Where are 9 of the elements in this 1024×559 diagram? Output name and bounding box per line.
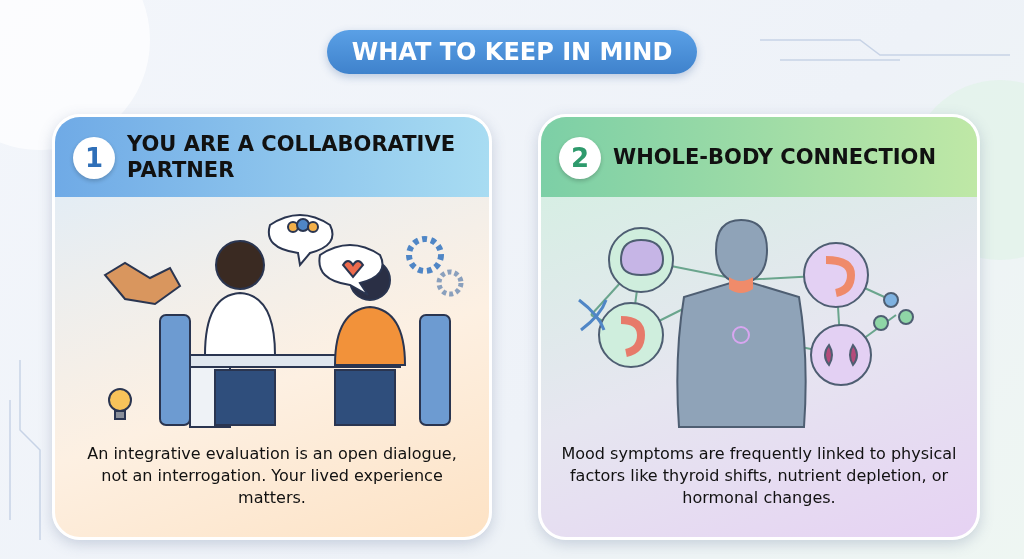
card-text: Mood symptoms are frequently linked to physical factors like thyroid shifts, nutrient depletion, or hormonal changes. (561, 443, 957, 509)
card-heading: WHOLE-BODY CONNECTION (613, 144, 938, 170)
title-banner: WHAT TO KEEP IN MIND (327, 30, 697, 74)
number-badge: 2 (559, 137, 601, 179)
number-badge: 1 (73, 137, 115, 179)
card-heading: YOU ARE A COLLABORATIVE PARTNER (127, 131, 456, 183)
card-text: An integrative evaluation is an open dialogue, not an interrogation. Your lived experience matters. (86, 443, 458, 509)
info-card (52, 114, 492, 540)
info-card (538, 114, 980, 540)
